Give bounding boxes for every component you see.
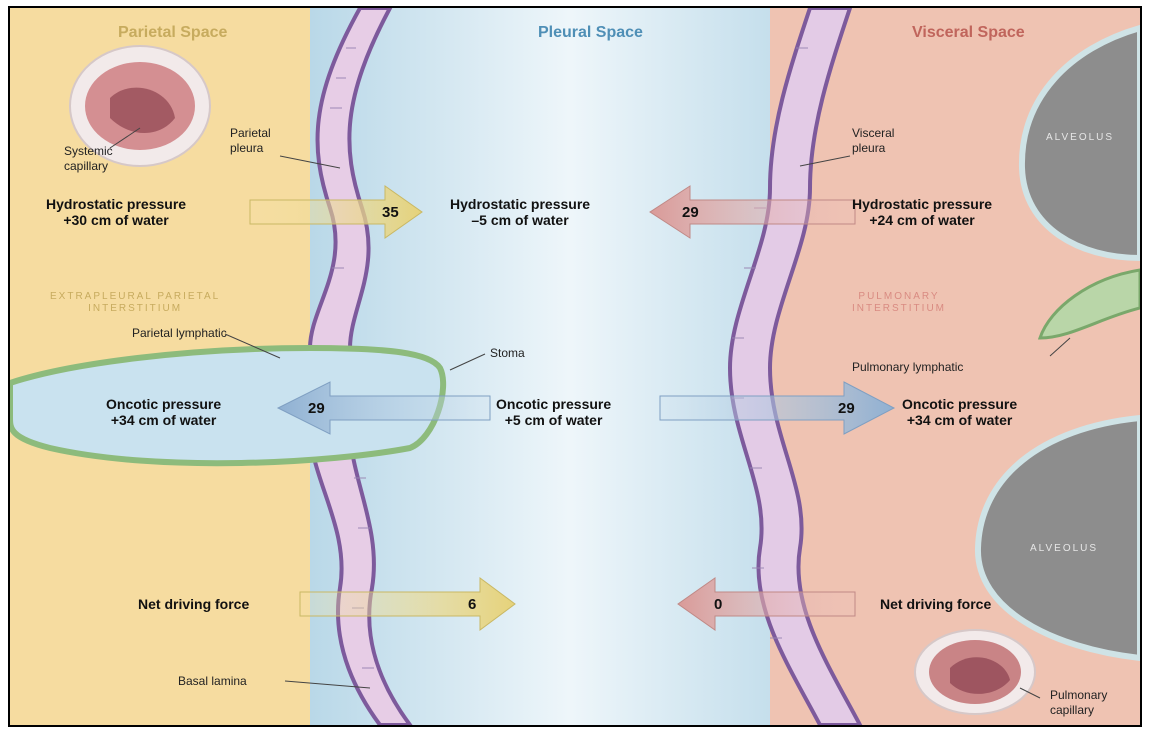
onco-right-value: 29 [838,400,855,417]
net-left-text: Net driving force [138,596,249,612]
pulmonary-lymphatic-label: Pulmonary lymphatic [852,360,963,375]
pulmonary-capillary-label: Pulmonary capillary [1050,688,1107,718]
basal-lamina-label: Basal lamina [178,674,247,689]
hydro-left-text: Hydrostatic pressure +30 cm of water [46,196,186,228]
hydro-left-value: 35 [382,204,399,221]
stoma-label: Stoma [490,346,525,361]
parietal-lymphatic-label: Parietal lymphatic [132,326,227,341]
net-right-value: 0 [714,596,722,613]
onco-mid-text: Oncotic pressure +5 cm of water [496,396,611,428]
systemic-capillary-label: Systemic capillary [64,144,113,174]
onco-left-text: Oncotic pressure +34 cm of water [106,396,221,428]
diagram-illustration [10,8,1140,725]
hydro-right-text: Hydrostatic pressure +24 cm of water [852,196,992,228]
onco-left-value: 29 [308,400,325,417]
pleural-space-title: Pleural Space [538,24,643,42]
pulmonary-interstitium-caption: PULMONARY INTERSTITIUM [852,291,946,315]
alveolus-top-caption: ALVEOLUS [1046,132,1114,144]
alveolus-bottom-caption: ALVEOLUS [1030,543,1098,555]
net-right-text: Net driving force [880,596,991,612]
visceral-pleura-label: Visceral pleura [852,126,894,156]
hydro-mid-text: Hydrostatic pressure –5 cm of water [450,196,590,228]
parietal-space-title: Parietal Space [118,24,227,42]
extrapleural-caption: EXTRAPLEURAL PARIETAL INTERSTITIUM [50,291,220,315]
net-left-value: 6 [468,596,476,613]
onco-right-text: Oncotic pressure +34 cm of water [902,396,1017,428]
hydro-right-value: 29 [682,204,699,221]
parietal-pleura-label: Parietal pleura [230,126,271,156]
visceral-space-title: Visceral Space [912,24,1025,42]
pulmonary-capillary-shape [915,630,1035,714]
pleural-diagram: Parietal Space Pleural Space Visceral Sp… [8,6,1142,727]
